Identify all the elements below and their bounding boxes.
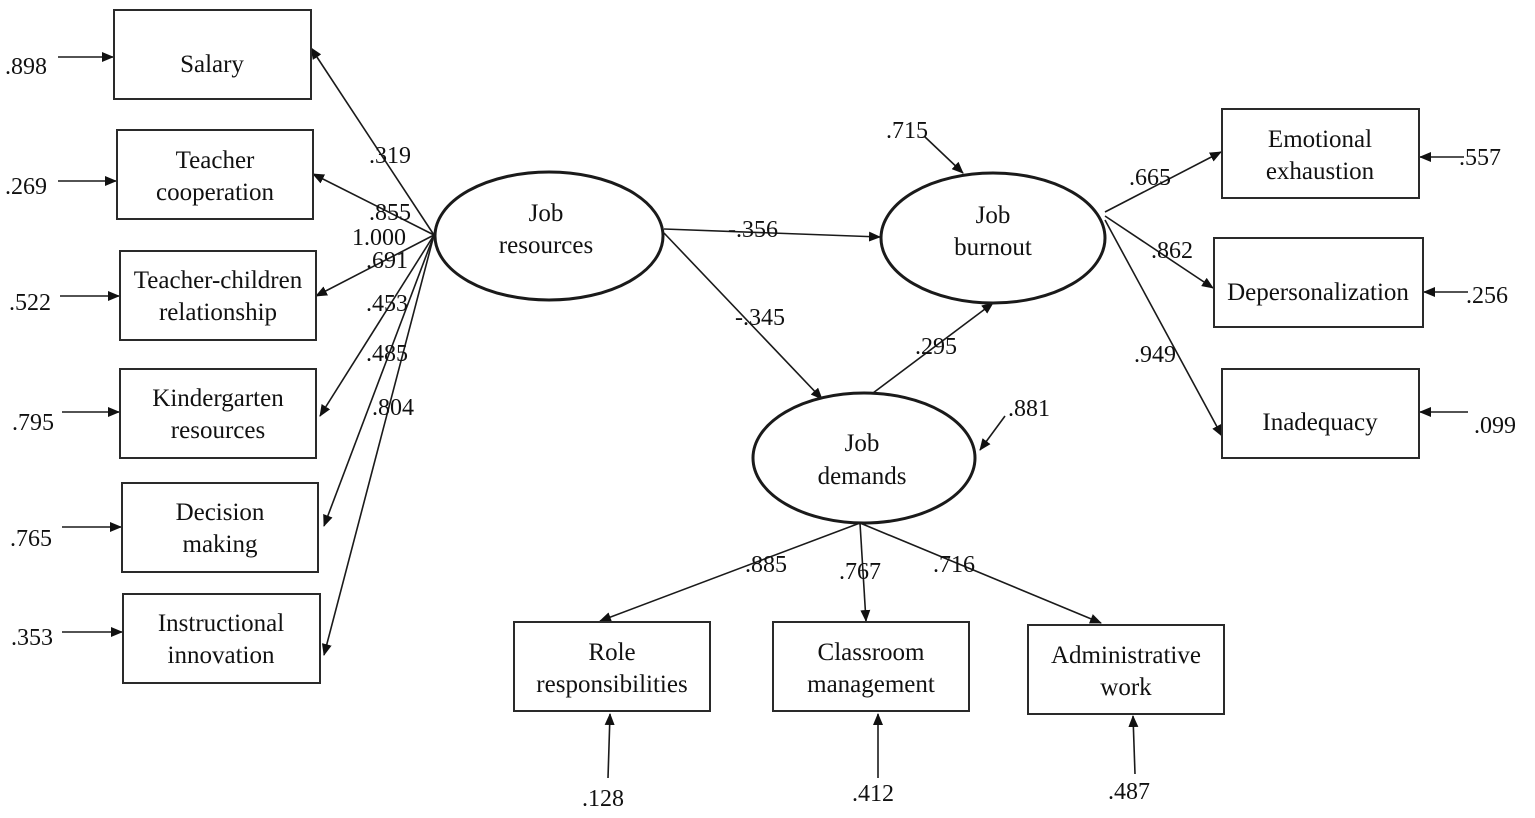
loading-arrow-role-responsibilities [599,522,861,622]
error-value-depersonalization: .256 [1466,283,1508,309]
box-label: Depersonalization [1227,279,1409,306]
error-value-classroom-management: .412 [852,781,894,807]
loading-arrow-emotional-exhaustion [1104,151,1222,213]
path-value-resources-to-demands: -.345 [735,305,785,331]
error-arrow-administrative-work [1128,715,1139,775]
box-label: Classroom [818,639,926,666]
loading-value-teacher-cooperation: .855 [369,200,411,226]
path-arrow-resources-to-burnout [663,228,881,242]
box-label: Salary [180,51,244,78]
box-label: Emotional [1268,126,1372,153]
box-salary: Salary [113,9,312,100]
error-value-job-demands: .881 [1008,396,1050,422]
box-label: Role [588,639,635,666]
box-teacher-children-relationship: Teacher-children relationship [119,250,317,341]
box-depersonalization: Depersonalization [1213,237,1424,328]
box-label: Kindergarten [152,385,284,412]
loading-value-kindergarten-resources: .691 [366,248,408,274]
loading-value-classroom-management: .767 [839,559,881,585]
path-arrow-demands-to-burnout [872,302,994,394]
box-instructional-innovation: Instructional innovation [122,593,321,684]
loading-value-extra: .804 [372,395,414,421]
loading-value-depersonalization: .862 [1151,238,1193,264]
loading-value-role-responsibilities: .885 [745,552,787,578]
error-value-teacher-cooperation: .269 [5,174,47,200]
box-role-responsibilities: Role responsibilities [513,621,711,712]
oval-job-resources: Job resources [433,170,665,302]
loading-arrow-teacher-children [315,234,435,297]
oval-label: resources [499,232,593,259]
oval-label: Job [976,202,1011,229]
path-value-demands-to-burnout: .295 [915,334,957,360]
box-label: relationship [159,299,277,326]
error-arrow-job-demands [979,415,1006,451]
oval-job-demands: Job demands [751,391,977,525]
oval-label: Job [529,200,564,227]
box-inadequacy: Inadequacy [1221,368,1420,459]
box-decision-making: Decision making [121,482,319,573]
oval-job-burnout: Job burnout [879,171,1107,305]
box-label: Administrative [1051,642,1201,669]
loading-value-decision-making: .453 [366,291,408,317]
error-value-inadequacy: .099 [1474,413,1516,439]
loading-value-instructional-innovation: .485 [366,341,408,367]
box-label: work [1100,674,1152,701]
box-label: resources [171,417,265,444]
box-administrative-work: Administrative work [1027,624,1225,715]
box-label: Inadequacy [1262,409,1378,436]
loading-arrow-teacher-cooperation [312,173,435,236]
loading-arrow-depersonalization [1104,215,1214,289]
box-classroom-management: Classroom management [772,621,970,712]
error-value-administrative-work: .487 [1108,779,1150,805]
loading-arrow-kindergarten-resources [319,234,435,417]
error-value-decision-making: .765 [10,526,52,552]
loading-arrow-inadequacy [1104,219,1223,437]
error-value-salary: .898 [5,54,47,80]
box-emotional-exhaustion: Emotional exhaustion [1221,108,1420,199]
loading-value-administrative-work: .716 [933,552,975,578]
loading-value-inadequacy: .949 [1134,342,1176,368]
box-label: Teacher-children [134,267,303,294]
loading-value-emotional-exhaustion: .665 [1129,165,1171,191]
loading-arrow-administrative-work [859,522,1102,624]
oval-label: Job [845,430,880,457]
error-value-kindergarten-resources: .795 [12,410,54,436]
path-value-resources-to-burnout: -.356 [728,217,778,243]
loading-value-salary: .319 [369,143,411,169]
error-value-role-responsibilities: .128 [582,786,624,812]
box-label: Decision [176,499,265,526]
box-label: management [807,671,935,698]
oval-label: demands [818,463,907,490]
box-label: cooperation [156,179,275,206]
box-label: responsibilities [536,671,687,698]
box-teacher-cooperation: Teacher cooperation [116,129,314,220]
loading-arrow-salary [310,47,435,236]
loading-arrow-classroom-management [859,522,871,622]
box-kindergarten-resources: Kindergarten resources [119,368,317,459]
error-value-emotional-exhaustion: .557 [1459,145,1501,171]
box-label: Teacher [176,147,255,174]
box-label: making [183,531,258,558]
loading-arrow-instructional-innovation [321,234,435,656]
error-value-teacher-children: .522 [9,290,51,316]
loading-arrow-decision-making [323,234,435,527]
box-label: exhaustion [1266,158,1375,185]
box-label: innovation [168,642,275,669]
error-value-job-burnout: .715 [886,118,928,144]
error-value-instructional-innovation: .353 [11,625,53,651]
error-arrow-role-responsibilities [604,713,615,779]
oval-label: burnout [954,234,1032,261]
loading-value-teacher-children: 1.000 [352,225,406,251]
path-arrow-resources-to-demands [663,232,823,400]
error-arrow-job-burnout [923,135,964,174]
box-label: Instructional [158,610,284,637]
